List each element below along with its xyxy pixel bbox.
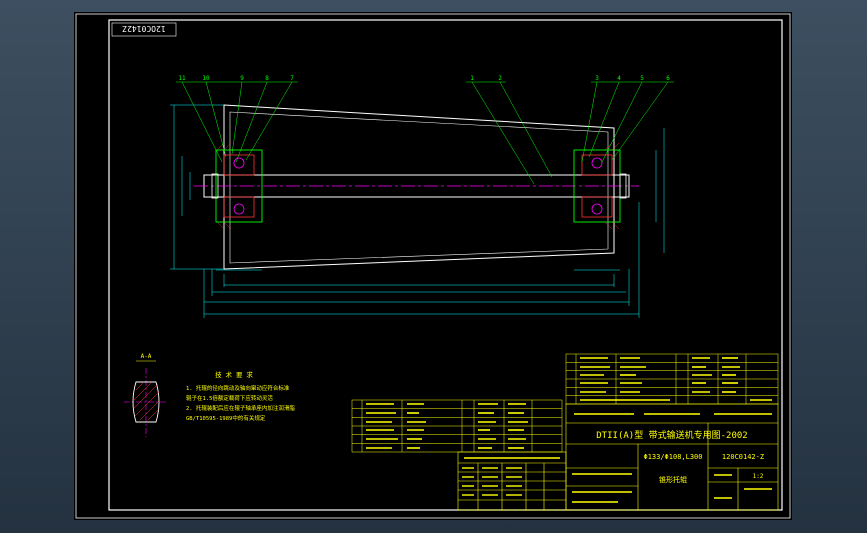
stamp-box — [111, 22, 177, 37]
left-bearing-housing — [215, 149, 263, 223]
balloon-left-2: 9 — [240, 75, 244, 82]
technical-notes: 技 术 要 求 1. 托辊的径向跳动及轴向窜动应符合标准 辊子在1.5倍额定载荷… — [186, 370, 295, 422]
conical-tube-outer — [223, 104, 615, 270]
balloon-left-3: 8 — [265, 75, 269, 82]
drawing-canvas: 12OC0142Z — [75, 13, 791, 519]
balloon-left-0: 11 — [178, 75, 186, 82]
parts-list-upper — [565, 353, 779, 405]
left-ball-bottom — [233, 203, 245, 215]
conical-tube-inner — [229, 111, 609, 264]
leader-lines — [181, 81, 669, 185]
dimension-lines — [170, 104, 665, 318]
shaft-section-outline — [132, 381, 160, 423]
parts-list-upper-fill — [580, 357, 772, 401]
left-ball-top — [233, 157, 245, 169]
inner-frame — [108, 19, 783, 511]
balloon-right-2: 5 — [640, 75, 644, 82]
title-series: DTII(A)型 带式输送机专用图-2002 — [596, 429, 747, 441]
right-ball-top — [591, 157, 603, 169]
title-code: 120C0142-Z — [722, 453, 764, 461]
right-bearing-bottom — [581, 196, 613, 218]
balloon-left-4: 7 — [290, 75, 294, 82]
notes-heading: 技 术 要 求 — [215, 370, 253, 379]
parts-list-fill — [366, 403, 528, 449]
right-shaft-end — [619, 173, 627, 199]
balloon-center-0: 1 — [470, 75, 474, 82]
roller-assembly-view: 11 10 9 8 7 1 2 3 4 5 6 — [170, 75, 674, 318]
section-label: A-A — [141, 353, 152, 360]
right-bearing-top — [581, 154, 613, 176]
left-shaft-end — [211, 173, 219, 199]
title-block-fill — [462, 413, 772, 503]
left-bearing-bottom — [223, 196, 255, 218]
right-ball-bottom — [591, 203, 603, 215]
balloon-right-0: 3 — [595, 75, 599, 82]
drawing-number-stamp: 12OC0142Z — [122, 24, 166, 33]
section-a-a: A-A — [124, 353, 168, 437]
notes-line-0: 1. 托辊的径向跳动及轴向窜动应符合标准 — [186, 384, 290, 392]
balloon-center-1: 2 — [498, 75, 502, 82]
title-name: 锥形托辊 — [659, 475, 687, 484]
balloon-left-1: 10 — [202, 75, 210, 82]
drawing-sheet[interactable]: 12OC0142Z — [74, 12, 792, 520]
outer-frame — [75, 13, 791, 519]
title-scale: 1:2 — [753, 473, 764, 480]
left-bearing-top — [223, 154, 255, 176]
balloon-right-1: 4 — [617, 75, 621, 82]
parts-list — [351, 399, 563, 453]
notes-line-3: GB/T10595-1989中的有关规定 — [186, 414, 266, 422]
notes-line-2: 2. 托辊装配后应在辊子轴承座内加注润滑脂 — [186, 404, 295, 412]
title-block — [457, 403, 779, 511]
title-spec: Φ133/Φ108,L300 — [643, 453, 702, 461]
balloon-right-3: 6 — [666, 75, 670, 82]
notes-line-1: 辊子在1.5倍额定载荷下应转动灵活 — [186, 394, 273, 402]
